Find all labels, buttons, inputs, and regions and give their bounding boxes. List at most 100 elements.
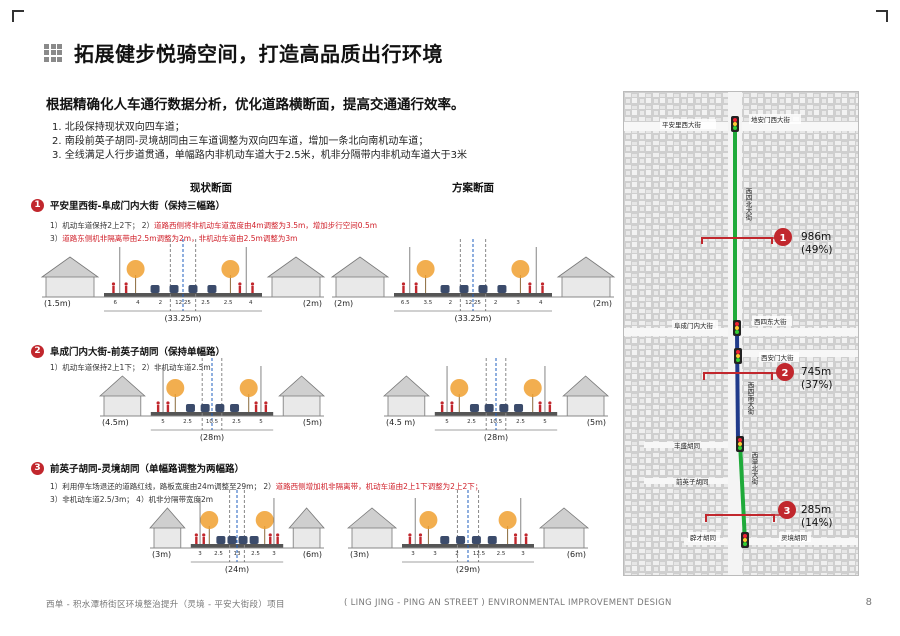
- street-label: 灵境胡同: [781, 533, 807, 542]
- tree-icon: [221, 260, 240, 293]
- corner-mark-right: [876, 10, 888, 22]
- pedestrian-icon: [528, 282, 532, 293]
- right-setback-label: (6m): [567, 550, 586, 559]
- segment-3-length: 285m: [801, 504, 831, 516]
- house-icon: [556, 256, 616, 298]
- traffic-light-icon: [734, 348, 742, 364]
- right-setback-label: (5m): [587, 418, 606, 427]
- section-title: 平安里西街-阜成门内大街（保持三幅路）: [50, 201, 225, 212]
- total-width-label: (33.25m): [165, 314, 202, 323]
- lane-width-label: 2.5: [201, 300, 210, 306]
- corner-mark-left: [12, 10, 24, 22]
- segment-2-length: 745m: [801, 366, 831, 378]
- right-setback-label: (2m): [303, 299, 322, 308]
- car-icon: [238, 536, 248, 544]
- left-setback-label: (3m): [152, 550, 171, 559]
- car-icon: [230, 404, 240, 412]
- house-icon: [538, 507, 590, 549]
- tree-icon: [416, 260, 435, 293]
- lane-width-label: 2: [159, 300, 163, 306]
- note-line: 1）机动车道保持2上1下； 2）非机动车道2.5m: [50, 363, 211, 372]
- note-line: 3）非机动车道2.5/3m； 4）机非分隔带宽度2m: [50, 495, 214, 504]
- footer-project-name: 西单 - 积水潭桥街区环境整治提升（灵境 - 平安大街段）项目: [46, 600, 285, 610]
- lane-width-label: 3: [516, 300, 520, 306]
- section-2-notes: 1）机动车道保持2上1下； 2）非机动车道2.5m: [50, 361, 211, 374]
- lane-width-label: 2.5: [251, 551, 260, 557]
- car-icon: [459, 285, 469, 293]
- total-width-label: (33.25m): [455, 314, 492, 323]
- car-icon: [471, 536, 481, 544]
- page-title: 拓展健步悦骑空间，打造高品质出行环境: [74, 42, 443, 66]
- note-line: 1）机动车道保持2上2下； 2）道路西侧将非机动车道宽度由4m调整为3.5m，增…: [50, 221, 378, 230]
- segment-3-bracket: [705, 514, 775, 522]
- svg-text:1: 1: [780, 233, 787, 244]
- key-point: 3. 全线满足人行步道贯通，单幅路内非机动车道大于2.5米，机非分隔带内非机动车…: [52, 150, 467, 161]
- lane-width-label: 10.5: [206, 419, 219, 425]
- lane-width-label: 3: [521, 551, 525, 557]
- pedestrian-icon: [111, 282, 116, 293]
- pedestrian-icon: [513, 533, 518, 544]
- lane-width-label: 4: [539, 300, 543, 306]
- pedestrian-icon: [202, 533, 206, 544]
- street-lingjing: [684, 538, 858, 545]
- lane-width-label: 5: [161, 419, 165, 425]
- tree-icon: [523, 379, 542, 412]
- traffic-light-icon: [733, 320, 741, 336]
- pedestrian-icon: [538, 401, 542, 412]
- key-point: 2. 南段前英子胡同-灵境胡同由三车道调整为双向四车道，增加一条北向南机动车道；: [52, 136, 429, 147]
- svg-text:2: 2: [782, 368, 789, 379]
- lane-width-label: 5: [543, 419, 547, 425]
- svg-text:3: 3: [784, 506, 791, 517]
- tree-icon: [166, 379, 185, 412]
- street-label: 平安里西大街: [662, 120, 702, 129]
- lane-width-label: 10.5: [490, 419, 503, 425]
- car-icon: [478, 285, 488, 293]
- car-icon: [497, 285, 507, 293]
- house-icon: [382, 375, 430, 417]
- car-icon: [456, 536, 466, 544]
- segment-2-bracket: [703, 372, 773, 380]
- house-icon: [278, 375, 326, 417]
- car-icon: [207, 285, 217, 293]
- pedestrian-icon: [268, 533, 272, 544]
- car-icon: [514, 404, 524, 412]
- section-2-heading: 2 阜成门内大街-前英子胡同（保持单幅路）: [31, 344, 225, 358]
- total-width-label: (28m): [484, 433, 508, 442]
- left-setback-label: (2m): [334, 299, 353, 308]
- street-label-vertical: 西四北大街: [744, 188, 752, 222]
- lane-width-label: 5: [445, 419, 449, 425]
- tree-icon: [126, 260, 145, 293]
- car-icon: [440, 285, 450, 293]
- lane-width-label: 2: [494, 300, 498, 306]
- page-number: 8: [865, 597, 872, 608]
- lane-width-label: 12.25: [465, 300, 481, 306]
- street-label: 西四东大街: [754, 317, 787, 326]
- lane-width-label: 2.5: [516, 419, 525, 425]
- section-3-notes: 1）利用停车场退还的道路红线，路板宽度由24m调整至29m； 2）道路西侧增加机…: [50, 480, 482, 506]
- car-icon: [185, 404, 195, 412]
- section-title: 前英子胡同-灵境胡同（单幅路调整为两幅路）: [50, 464, 244, 475]
- street-fengsheng: [644, 442, 744, 448]
- pedestrian-icon: [414, 282, 418, 293]
- section-number-badge: 2: [31, 344, 44, 358]
- car-icon: [188, 285, 198, 293]
- traffic-light-icon: [741, 532, 749, 548]
- house-icon: [149, 507, 186, 549]
- route-segment-3: [738, 441, 747, 543]
- lane-width-label: 2.5: [224, 300, 233, 306]
- house-icon: [562, 375, 610, 417]
- street-label: 辟才胡同: [690, 533, 716, 542]
- traffic-light-icon: [731, 116, 739, 132]
- lane-width-label: 3: [272, 551, 276, 557]
- lane-width-label: 2: [455, 551, 459, 557]
- grid-icon: [44, 43, 62, 62]
- key-point: 1. 北段保持现状双向四车道；: [52, 122, 185, 133]
- tree-icon: [255, 511, 274, 544]
- pedestrian-icon: [418, 533, 423, 544]
- lane-width-label: 5: [259, 419, 263, 425]
- pedestrian-icon: [524, 533, 528, 544]
- title-block: 拓展健步悦骑空间，打造高品质出行环境: [44, 38, 443, 67]
